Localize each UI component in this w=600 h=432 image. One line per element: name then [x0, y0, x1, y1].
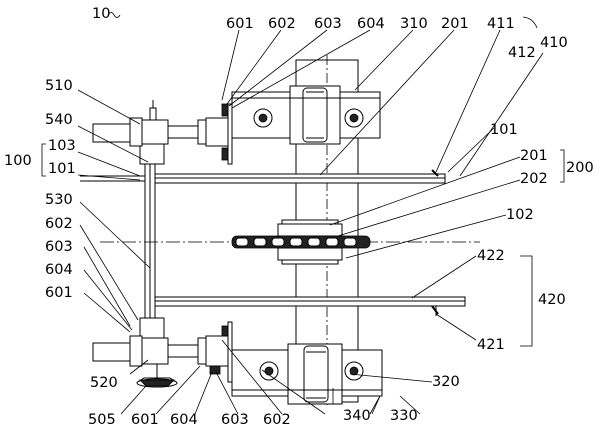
- label-200: 200: [566, 160, 594, 176]
- label-330: 330: [390, 408, 418, 424]
- center-chain: [100, 219, 480, 265]
- label-410: 410: [540, 35, 568, 51]
- label-510: 510: [45, 78, 73, 94]
- top-bearing-block: [231, 85, 381, 145]
- label-540: 540: [45, 112, 73, 128]
- label-411: 411: [487, 16, 515, 32]
- label-101-right: 101: [490, 122, 518, 138]
- label-520: 520: [90, 375, 118, 391]
- label-201-top: 201: [441, 16, 469, 32]
- label-530: 530: [45, 192, 73, 208]
- top-drive-assembly: [92, 100, 233, 165]
- label-103: 103: [48, 138, 76, 154]
- label-201-right: 201: [520, 148, 548, 164]
- reference-labels: 10 601 602 603 604 310 201 411 410 412 5…: [4, 6, 594, 428]
- label-601-bot: 601: [131, 412, 159, 428]
- label-102: 102: [506, 207, 534, 223]
- bottom-drive-assembly: [92, 321, 233, 388]
- left-frame: [139, 127, 165, 359]
- label-601-top: 601: [226, 16, 254, 32]
- label-412: 412: [508, 45, 536, 61]
- label-602-bot: 602: [263, 412, 291, 428]
- label-604-top: 604: [357, 16, 385, 32]
- label-202: 202: [520, 171, 548, 187]
- label-602-left: 602: [45, 216, 73, 232]
- label-602-top: 602: [268, 16, 296, 32]
- figure-number: 10: [92, 6, 110, 22]
- leader-lines: [41, 16, 565, 415]
- label-320: 320: [432, 374, 460, 390]
- label-101-left: 101: [48, 161, 76, 177]
- label-421: 421: [477, 337, 505, 353]
- label-310: 310: [400, 16, 428, 32]
- label-603-bot: 603: [221, 412, 249, 428]
- label-100: 100: [4, 153, 32, 169]
- label-422: 422: [477, 248, 505, 264]
- label-505: 505: [88, 412, 116, 428]
- figure-tilde: [107, 12, 121, 18]
- label-603-left: 603: [45, 239, 73, 255]
- bottom-bearing-block: [231, 343, 383, 405]
- label-340: 340: [343, 408, 371, 424]
- label-604-left: 604: [45, 262, 73, 278]
- label-604-bot: 604: [170, 412, 198, 428]
- top-plate: [80, 169, 446, 184]
- label-601-left: 601: [45, 285, 73, 301]
- label-603-top: 603: [314, 16, 342, 32]
- label-420: 420: [538, 292, 566, 308]
